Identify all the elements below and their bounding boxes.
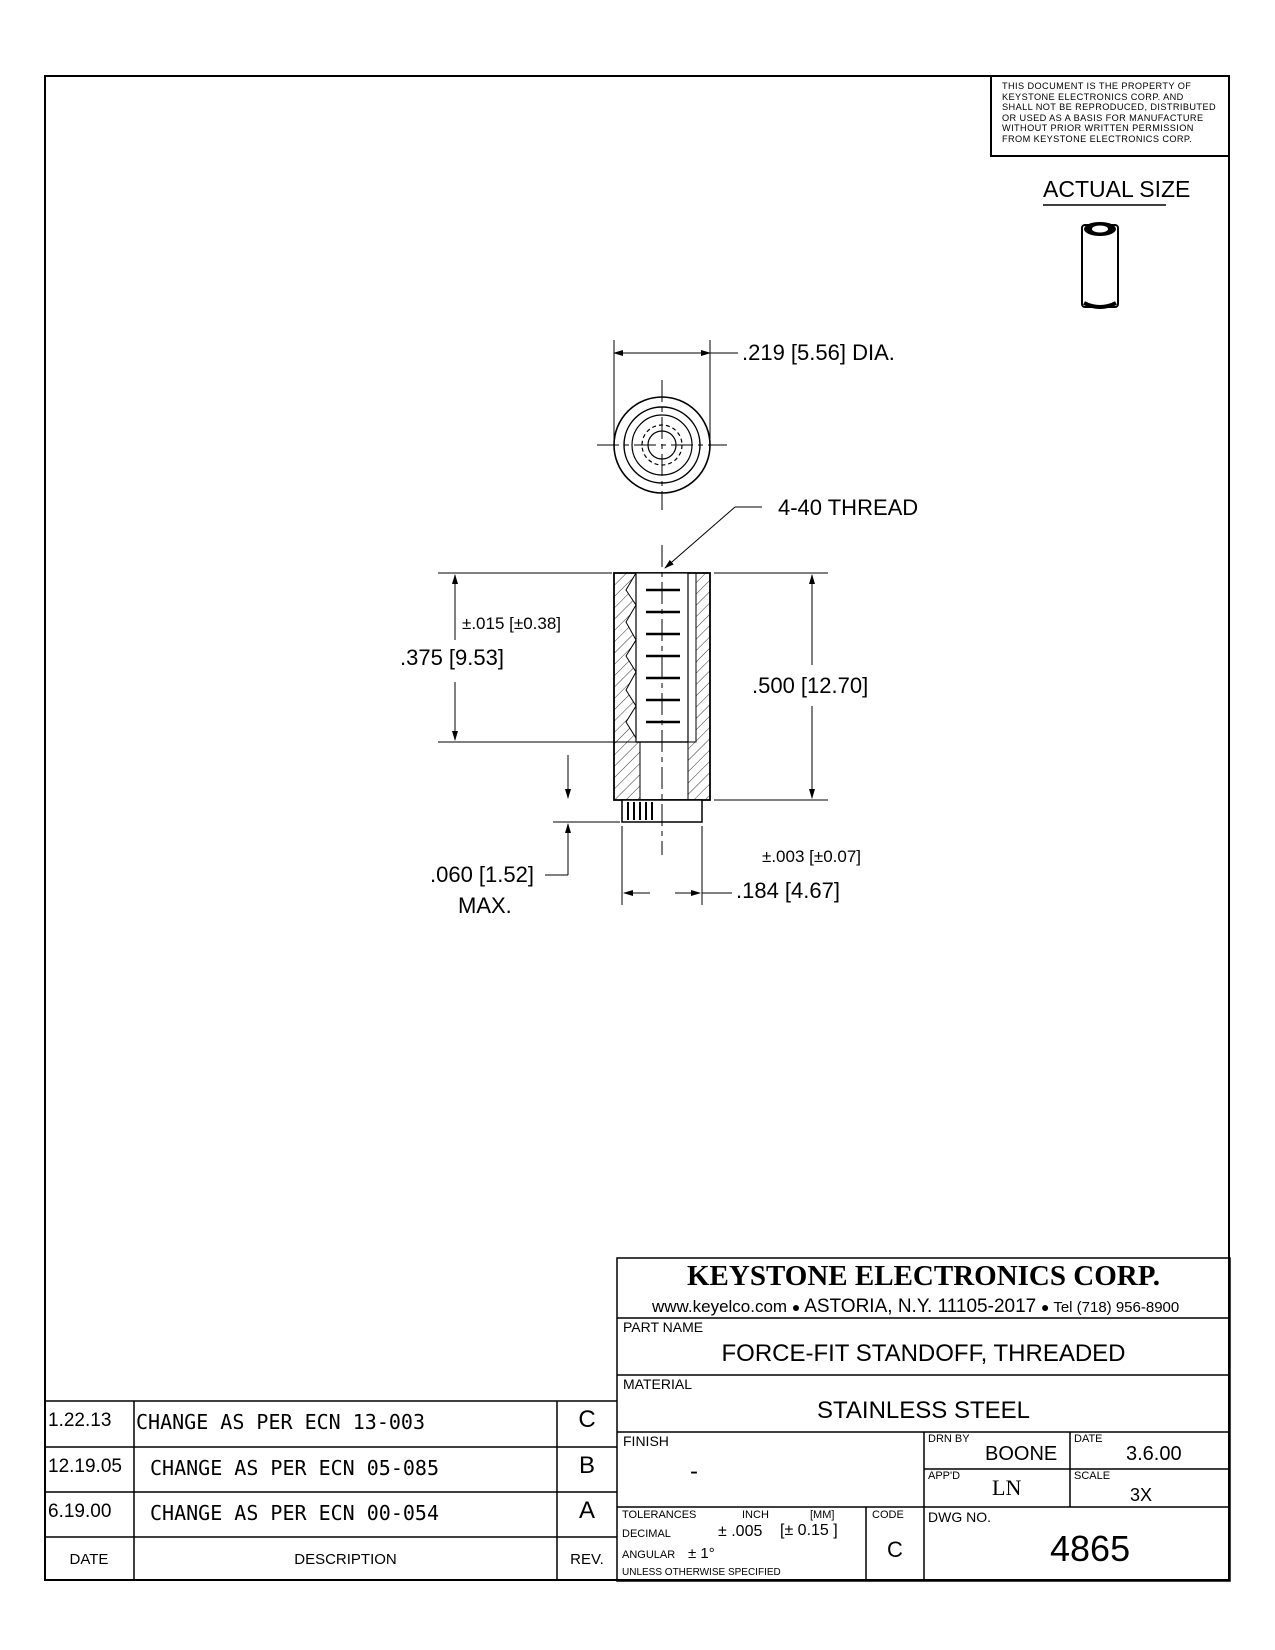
diameter-184: .184 [4.67] <box>736 878 840 903</box>
actual-size-label: ACTUAL SIZE <box>1043 176 1191 202</box>
decimal-mm: [± 0.15 ] <box>780 1522 838 1539</box>
material-label: MATERIAL <box>623 1376 692 1392</box>
code: C <box>887 1537 903 1562</box>
rev-header-description: DESCRIPTION <box>294 1551 397 1568</box>
company-tel: Tel (718) 956-8900 <box>1053 1299 1180 1316</box>
date-label: DATE <box>1074 1433 1103 1445</box>
rev-desc-b: CHANGE AS PER ECN 05-085 <box>150 1456 439 1480</box>
company-contact: www.keyelco.com ● ASTORIA, N.Y. 11105-20… <box>652 1296 1180 1317</box>
max-label: MAX. <box>458 893 512 918</box>
dwg-no-label: DWG NO. <box>928 1509 991 1525</box>
thread-callout: 4-40 THREAD <box>778 495 919 520</box>
title-block-lines <box>44 1257 1231 1582</box>
angular-label: ANGULAR <box>622 1549 676 1561</box>
finish-value: - <box>690 1458 698 1485</box>
finish-label: FINISH <box>623 1433 669 1449</box>
scale-label: SCALE <box>1074 1470 1111 1482</box>
inch-label: INCH <box>742 1509 769 1521</box>
property-notice: THIS DOCUMENT IS THE PROPERTY OF KEYSTON… <box>990 75 1230 157</box>
part-name-label: PART NAME <box>623 1319 704 1335</box>
rev-letter-c: C <box>578 1406 596 1433</box>
rev-letter-b: B <box>578 1452 595 1479</box>
mm-label: [MM] <box>810 1509 835 1521</box>
side-view <box>613 545 711 855</box>
rev-date-a: 6.19.00 <box>48 1501 112 1522</box>
scale: 3X <box>1130 1485 1153 1505</box>
tolerance-015: ±.015 [±0.38] <box>462 614 562 633</box>
length-060: .060 [1.52] <box>430 862 534 887</box>
actual-size-part <box>1043 204 1166 309</box>
angular: ± 1° <box>688 1545 715 1562</box>
appd: LN <box>992 1475 1022 1500</box>
company-web: www.keyelco.com <box>652 1297 788 1316</box>
unless-note: UNLESS OTHERWISE SPECIFIED <box>622 1567 781 1578</box>
decimal-label: DECIMAL <box>622 1528 671 1540</box>
tolerances-label: TOLERANCES <box>622 1509 697 1521</box>
drawing-border <box>44 75 1230 1581</box>
material: STAINLESS STEEL <box>817 1397 1030 1424</box>
drawing-date: 3.6.00 <box>1126 1443 1182 1465</box>
company-address: ASTORIA, N.Y. 11105-2017 <box>804 1296 1037 1317</box>
dimension-lines <box>438 506 828 905</box>
rev-header-date: DATE <box>69 1551 109 1568</box>
diameter-dimension: .219 [5.56] DIA. <box>742 340 895 365</box>
rev-letter-a: A <box>578 1497 595 1524</box>
tolerance-003: ±.003 [±0.07] <box>762 847 862 866</box>
code-label: CODE <box>872 1509 904 1521</box>
drn-by-label: DRN BY <box>928 1433 970 1445</box>
decimal-inch: ± .005 <box>718 1523 763 1540</box>
appd-label: APP'D <box>928 1470 961 1482</box>
rev-date-c: 1.22.13 <box>48 1410 112 1431</box>
company-name: KEYSTONE ELECTRONICS CORP. <box>687 1260 1160 1292</box>
dwg-no: 4865 <box>1050 1528 1131 1569</box>
part-name: FORCE-FIT STANDOFF, THREADED <box>721 1340 1126 1367</box>
length-375: .375 [9.53] <box>400 645 504 670</box>
length-500: .500 [12.70] <box>752 673 869 698</box>
rev-header-rev: REV. <box>570 1551 604 1568</box>
drn-by: BOONE <box>985 1443 1058 1465</box>
rev-desc-c: CHANGE AS PER ECN 13-003 <box>136 1410 425 1434</box>
rev-date-b: 12.19.05 <box>48 1456 122 1477</box>
rev-desc-a: CHANGE AS PER ECN 00-054 <box>150 1501 439 1525</box>
top-view <box>597 340 738 510</box>
